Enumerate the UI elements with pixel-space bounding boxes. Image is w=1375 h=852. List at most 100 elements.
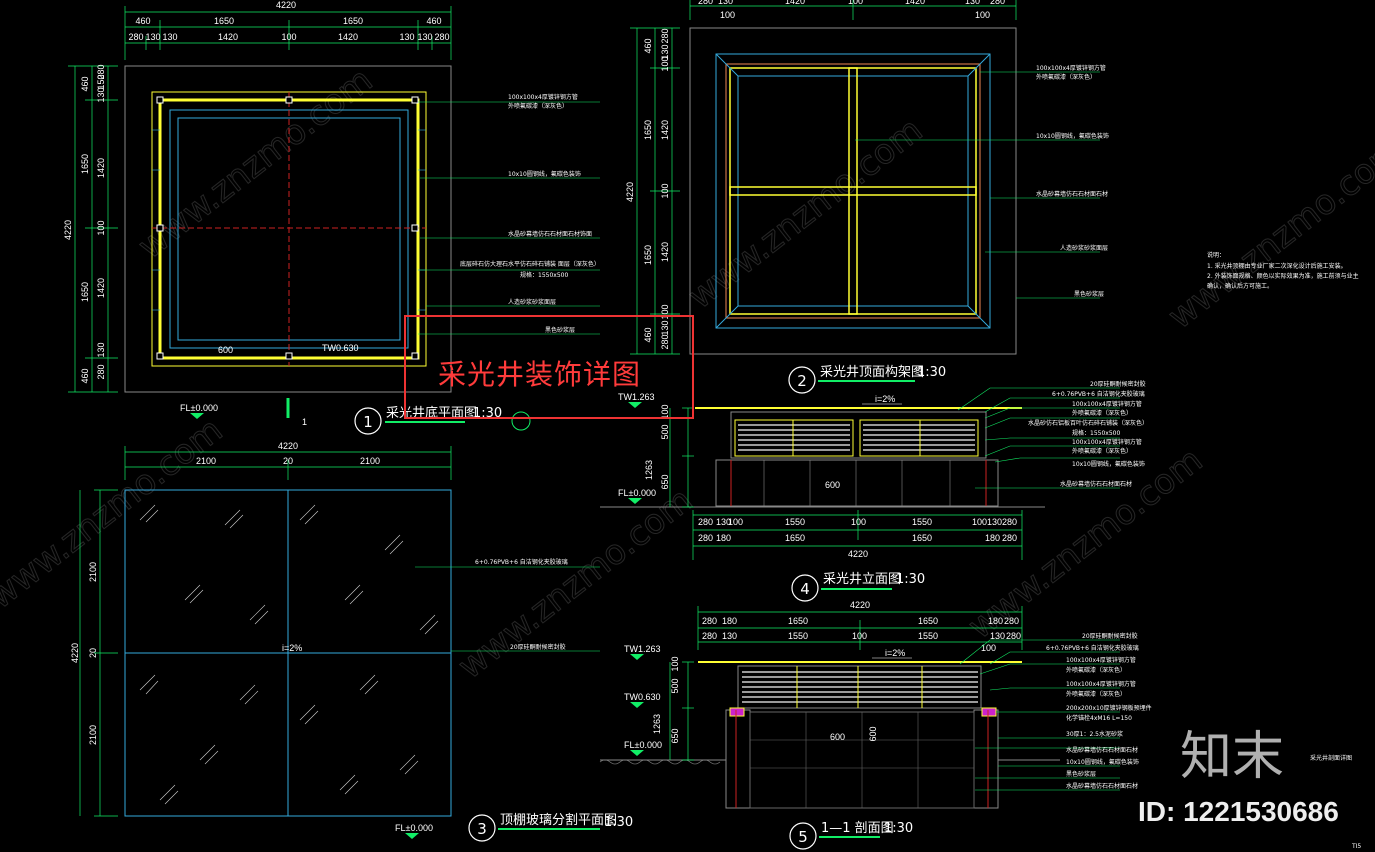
d4-note: 6+0.76PVB+6 自洁钢化夹胶玻璃 xyxy=(1052,390,1145,398)
d1-dim: 130 xyxy=(145,32,160,42)
d3-note: 6+0.76PVB+6 自洁钢化夹胶玻璃 xyxy=(475,558,568,566)
d4-fl-label: FL±0.000 xyxy=(618,488,656,498)
d1-left-dim: 280 xyxy=(96,364,106,379)
d3-fl-label: FL±0.000 xyxy=(395,823,433,833)
d5-label-600: 600 xyxy=(830,732,845,742)
d5-dim: 100 xyxy=(852,631,867,641)
d5-note: 100x100x4厚镀锌钢方管 xyxy=(1066,680,1136,688)
d1-note: 外喷氟碳漆（深灰色） xyxy=(508,102,568,110)
drawing-number-circle xyxy=(789,822,817,850)
d2-dim: 1420 xyxy=(905,0,925,6)
d2-left-dim: 100 xyxy=(660,183,670,198)
d5-note: 外喷氟碳漆（深灰色） xyxy=(1066,666,1126,674)
d4-dim: 1550 xyxy=(785,517,805,527)
d5-label-600b: 600 xyxy=(868,726,878,741)
section-ref-icon xyxy=(511,411,531,431)
d2-scale: 1:30 xyxy=(917,365,946,380)
d5-dim: 280 xyxy=(702,631,717,641)
d5-dim: 180 xyxy=(988,616,1003,626)
svg-text:www.znzmo.com: www.znzmo.com xyxy=(681,110,930,317)
d2-dim: 1420 xyxy=(785,0,805,6)
d4-dim: 280 xyxy=(1002,533,1017,543)
d5-dim: 280 xyxy=(1004,616,1019,626)
d5-note: 化学锚栓4xM16 L=150 xyxy=(1066,714,1132,722)
d1-note: 10x10圆钢线，氟碳色装饰 xyxy=(508,170,581,178)
d5-note: 30厚1：2.5水泥砂浆 xyxy=(1066,730,1123,738)
d1-left-dim: 150 xyxy=(96,74,106,89)
glass-hatching xyxy=(139,504,439,805)
d5-total-dim: 4220 xyxy=(850,600,870,610)
d4-number: 4 xyxy=(800,580,810,598)
d4-note: 水晶砂仿石铝板百叶仿石碎石铺装（深灰色） xyxy=(1028,419,1148,427)
level-marker-icon xyxy=(190,413,204,419)
d2-left-dim: 100 xyxy=(660,56,670,71)
svg-text:www.znzmo.com: www.znzmo.com xyxy=(451,480,700,687)
d5-dim: 1550 xyxy=(918,631,938,641)
drawing-4-elevation: 280 130 100 1550 100 1550 100 130 280 28… xyxy=(600,380,1148,602)
d4-scale: 1:30 xyxy=(896,572,925,587)
drawing-number-circle xyxy=(354,407,382,435)
d2-dim: 100 xyxy=(720,10,735,20)
level-marker-icon xyxy=(628,498,642,504)
level-marker-icon xyxy=(630,750,644,756)
d1-dim: 100 xyxy=(281,32,296,42)
d4-note: 外喷氟碳漆（深灰色） xyxy=(1072,447,1132,455)
d4-total-dim: 4220 xyxy=(848,549,868,559)
d1-left-dim: 130 xyxy=(96,87,106,102)
d5-note: 水晶砂幕墙仿石石材面石材 xyxy=(1066,746,1138,754)
drawing-number-circle xyxy=(788,366,816,394)
d1-left-total: 4220 xyxy=(63,220,73,240)
d1-note: 底层碎石仿大理石水平仿石碎石铺装 面层（深灰色） xyxy=(460,260,600,268)
d4-note: 100x100x4厚镀锌钢方管 xyxy=(1072,400,1142,408)
d4-dim: 130 xyxy=(716,517,731,527)
d4-note: 外喷氟碳漆（深灰色） xyxy=(1072,409,1132,417)
d2-left-dim: 130 xyxy=(660,44,670,59)
d4-label-600: 600 xyxy=(825,480,840,490)
d5-dim: 280 xyxy=(1006,631,1021,641)
d4-dim: 280 xyxy=(698,533,713,543)
d2-dim: 100 xyxy=(848,0,863,6)
d5-note: 6+0.76PVB+6 自洁钢化夹胶玻璃 xyxy=(1046,644,1139,652)
d2-note: 外喷氟碳漆（深灰色） xyxy=(1036,73,1096,81)
d3-left-dim: 2100 xyxy=(88,562,98,582)
d4-note: 10x10圆钢线，氟碳色装饰 xyxy=(1072,460,1145,468)
d3-slope: i=2% xyxy=(282,643,302,653)
d3-note: 20厚硅酮耐候密封胶 xyxy=(510,643,566,651)
d1-left-dim: 1650 xyxy=(80,154,90,174)
d5-left-dim: 100 xyxy=(670,656,680,671)
d2-title: 采光井顶面构架图 xyxy=(820,365,924,380)
d5-side-label: 采光井剖面详图 xyxy=(1310,754,1352,762)
d1-left-dim: 1650 xyxy=(80,282,90,302)
d2-left-dim: 280 xyxy=(660,28,670,43)
d5-dim: 1650 xyxy=(788,616,808,626)
level-marker-icon xyxy=(630,702,644,708)
d5-note: 外喷氟碳漆（深灰色） xyxy=(1066,690,1126,698)
notes-line: 确认，确认后方可施工。 xyxy=(1207,282,1273,290)
d4-dim: 1650 xyxy=(912,533,932,543)
d2-left-dim: 1420 xyxy=(660,120,670,140)
d4-dim: 1650 xyxy=(785,533,805,543)
svg-text:www.znzmo.com: www.znzmo.com xyxy=(131,60,380,267)
d3-left-total: 4220 xyxy=(70,643,80,663)
d1-fl-label: FL±0.000 xyxy=(180,403,218,413)
d1-section-label: 1 xyxy=(302,417,307,427)
svg-text:www.znzmo.com: www.znzmo.com xyxy=(1161,130,1375,337)
d5-tw-label: TW0.630 xyxy=(624,692,661,702)
d1-note: 规格：1550x500 xyxy=(520,271,568,279)
d4-dim: 180 xyxy=(985,533,1000,543)
d2-note: 水晶砂幕墙仿石石材面石材 xyxy=(1036,190,1108,198)
notes-heading: 说明： xyxy=(1207,251,1225,259)
d1-note: 100x100x4厚镀锌钢方管 xyxy=(508,93,578,101)
d2-number: 2 xyxy=(797,372,807,390)
d4-slope: i=2% xyxy=(875,394,895,404)
d5-dim: 130 xyxy=(722,631,737,641)
d4-dim: 100 xyxy=(972,517,987,527)
d2-left-dim: 280 xyxy=(660,334,670,349)
d1-dim: 1650 xyxy=(343,16,363,26)
d5-dim: 280 xyxy=(702,616,717,626)
brand-id: ID: 1221530686 xyxy=(1138,796,1339,827)
d2-dim: 280 xyxy=(990,0,1005,6)
d4-title: 采光井立面图 xyxy=(823,572,901,587)
notes-line: 2. 外装饰面规格、颜色以实际效果为准，施工前须与业主 xyxy=(1207,272,1359,280)
d4-tw-label: TW1.263 xyxy=(618,392,655,402)
